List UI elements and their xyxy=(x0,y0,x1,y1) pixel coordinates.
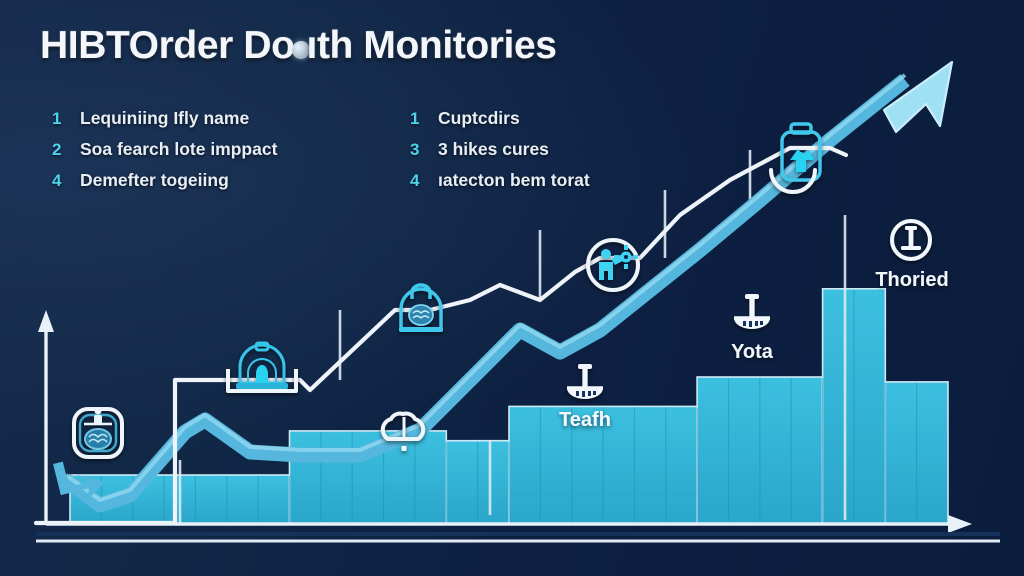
bullet-label: 3 hikes cures xyxy=(438,139,549,159)
circled-anchor-icon xyxy=(890,219,932,261)
y-axis-arrow-icon xyxy=(38,310,54,332)
jar-bag-icon xyxy=(769,122,822,194)
annotation-label-yota: Yota xyxy=(731,341,774,363)
bullet-list-left: 1 Lequiniing Ifly name 2 Soa fearch lote… xyxy=(52,108,277,201)
bullet-number: 2 xyxy=(52,140,62,159)
brain-bag-icon xyxy=(399,283,443,332)
bullet-label: ıatecton bem torat xyxy=(438,170,590,190)
bullet-label: Soa fearch lote imppact xyxy=(80,139,278,159)
list-item: 1 Cuptcdirs xyxy=(410,108,590,139)
annotation-label-thoried: Thoried xyxy=(875,269,948,291)
bullet-number: 1 xyxy=(52,109,62,128)
dome-platform-icon xyxy=(226,341,298,393)
band-start-arrow-icon xyxy=(53,461,105,504)
list-item: 2 Soa fearch lote imppact xyxy=(52,139,277,170)
x-axis-arrow-icon xyxy=(948,515,972,533)
bullet-number: 1 xyxy=(410,109,420,128)
page-title: HIBTOrder Do ıth Monitories xyxy=(40,24,557,68)
bullet-label: Lequiniing Ifly name xyxy=(80,108,250,128)
page-title-part2: ıth Monitories xyxy=(306,24,557,67)
cloud-node-icon xyxy=(380,411,426,451)
list-item: 3 3 hikes cures xyxy=(410,139,590,170)
bullet-list-right: 1 Cuptcdirs 3 3 hikes cures 4 ıatecton b… xyxy=(410,108,590,201)
funnel-icon xyxy=(567,364,603,399)
list-item: 4 Demefter togeiing xyxy=(52,170,277,201)
title-orb-icon xyxy=(291,41,310,59)
brain-badge-icon xyxy=(72,407,124,459)
list-item: 4 ıatecton bem torat xyxy=(410,170,590,201)
bullet-number: 4 xyxy=(52,171,62,190)
annotation-label-teafh: Teafh xyxy=(559,409,611,431)
bullet-number: 4 xyxy=(410,171,420,190)
page-title-part1: HIBTOrder Do xyxy=(40,24,295,67)
chart-axes xyxy=(36,310,1000,543)
bullet-label: Cuptcdirs xyxy=(438,108,520,128)
bullet-label: Demefter togeiing xyxy=(80,170,229,190)
list-item: 1 Lequiniing Ifly name xyxy=(52,108,277,139)
tick-marks xyxy=(178,150,847,523)
funnel-icon xyxy=(734,294,770,329)
band-end-arrow-icon xyxy=(882,60,954,134)
person-gear-icon xyxy=(586,238,640,292)
bullet-number: 3 xyxy=(410,140,420,159)
white-trend-line xyxy=(33,145,849,526)
